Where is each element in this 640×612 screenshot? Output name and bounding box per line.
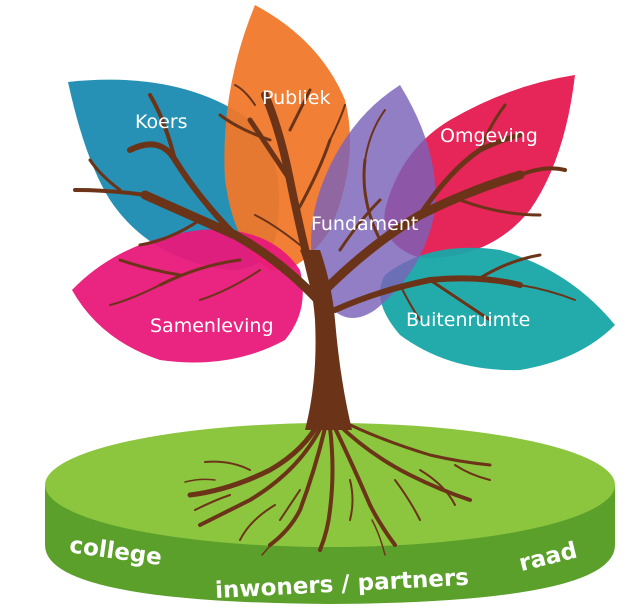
branches xyxy=(73,84,576,322)
leaf-label-omgeving: Omgeving xyxy=(440,125,538,147)
leaf-samenleving[interactable] xyxy=(72,229,303,363)
leaf-label-publiek: Publiek xyxy=(262,87,330,109)
roots xyxy=(184,417,492,556)
leaf-labels: Koers Publiek Omgeving Fundament Samenle… xyxy=(135,87,538,337)
leaf-label-samenleving: Samenleving xyxy=(150,315,274,337)
leaf-fundament[interactable] xyxy=(311,85,436,318)
leaf-label-fundament: Fundament xyxy=(311,213,418,235)
base-platform xyxy=(45,423,615,604)
leaf-label-buitenruimte: Buitenruimte xyxy=(406,309,530,331)
base-top xyxy=(45,423,615,547)
leaf-label-koers: Koers xyxy=(135,111,188,133)
